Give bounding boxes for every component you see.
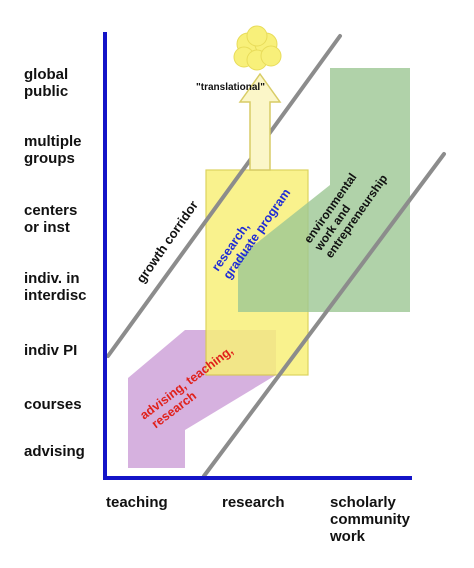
growth-corridor-line-lower xyxy=(202,152,446,478)
y-label-indiv-pi: indiv PI xyxy=(24,342,78,359)
y-label-centers-or-inst: centers or inst xyxy=(24,202,78,236)
x-label-research: research xyxy=(222,494,285,511)
translational-label: "translational" xyxy=(196,82,265,93)
x-label-scholarly-community-work: scholarly community work xyxy=(330,494,411,545)
growth-corridor-line-upper xyxy=(106,34,342,358)
x-label-teaching: teaching xyxy=(106,494,168,511)
translational-arrow xyxy=(238,72,282,171)
y-label-indiv-interdisc: indiv. in interdisc xyxy=(24,270,87,304)
y-label-multiple-groups: multiple groups xyxy=(24,133,82,167)
y-label-global-public: global public xyxy=(24,66,69,100)
burst-icon xyxy=(233,25,282,71)
community-region xyxy=(238,68,410,312)
y-label-courses: courses xyxy=(24,396,82,413)
y-label-advising: advising xyxy=(24,443,85,460)
